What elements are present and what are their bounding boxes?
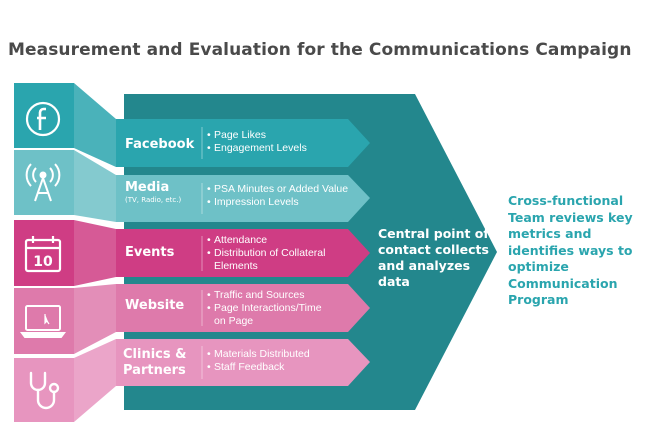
stethoscope-icon (29, 371, 60, 410)
laptop-icon (20, 305, 66, 338)
row-title-media-label: Media (125, 180, 170, 195)
row-title-clinics-line1: Clinics & (123, 347, 187, 362)
icon-tile-events (14, 220, 74, 286)
wedge-events (74, 220, 116, 286)
bullets-facebook: Page Likes Engagement Levels (207, 129, 307, 155)
bullet-item: Page Likes (207, 129, 307, 142)
bullet-item: Elements (214, 260, 258, 272)
wedge-media (74, 150, 116, 222)
bullet-item: Staff Feedback (207, 361, 310, 374)
bullet-item: Impression Levels (207, 196, 348, 209)
row-title-website: Website (125, 298, 185, 313)
bullet-item: Page Interactions/Time (207, 302, 322, 315)
bullet-item: Attendance (207, 234, 325, 247)
wedge-facebook (74, 83, 116, 167)
facebook-icon (25, 101, 61, 137)
icon-tile-facebook (14, 83, 74, 148)
broadcast-tower-icon (25, 163, 61, 202)
bullet-item: Materials Distributed (207, 348, 310, 361)
bullets-website: Traffic and Sources Page Interactions/Ti… (207, 289, 322, 328)
bullets-media: PSA Minutes or Added Value Impression Le… (207, 183, 348, 209)
calendar-icon-number: 10 (33, 254, 53, 270)
bullet-item: Distribution of Collateral (207, 247, 325, 260)
wedge-clinics (74, 339, 116, 422)
row-title-clinics: Clinics & Partners (123, 347, 186, 379)
row-title-media: Media (TV, Radio, etc.) (125, 180, 181, 205)
row-title-facebook: Facebook (125, 137, 195, 152)
icon-tile-clinics (14, 358, 74, 422)
bullet-item: Engagement Levels (207, 142, 307, 155)
row-title-clinics-line2: Partners (123, 363, 186, 378)
bullet-item: Traffic and Sources (207, 289, 322, 302)
diagram-title: Measurement and Evaluation for the Commu… (8, 40, 632, 60)
icon-tile-website (14, 288, 74, 354)
row-subtitle-media: (TV, Radio, etc.) (125, 196, 182, 204)
bullet-item: PSA Minutes or Added Value (207, 183, 348, 196)
wedge-website (74, 284, 116, 354)
cross-functional-text: Cross-functional Team reviews key metric… (508, 193, 633, 307)
bullets-clinics: Materials Distributed Staff Feedback (207, 348, 310, 374)
bullets-events: Attendance Distribution of Collateral El… (207, 234, 325, 273)
central-point-text: Central point of contact collects and an… (378, 226, 489, 289)
bullet-item: on Page (214, 315, 254, 327)
calendar-icon (24, 236, 62, 273)
row-title-events: Events (125, 245, 175, 260)
